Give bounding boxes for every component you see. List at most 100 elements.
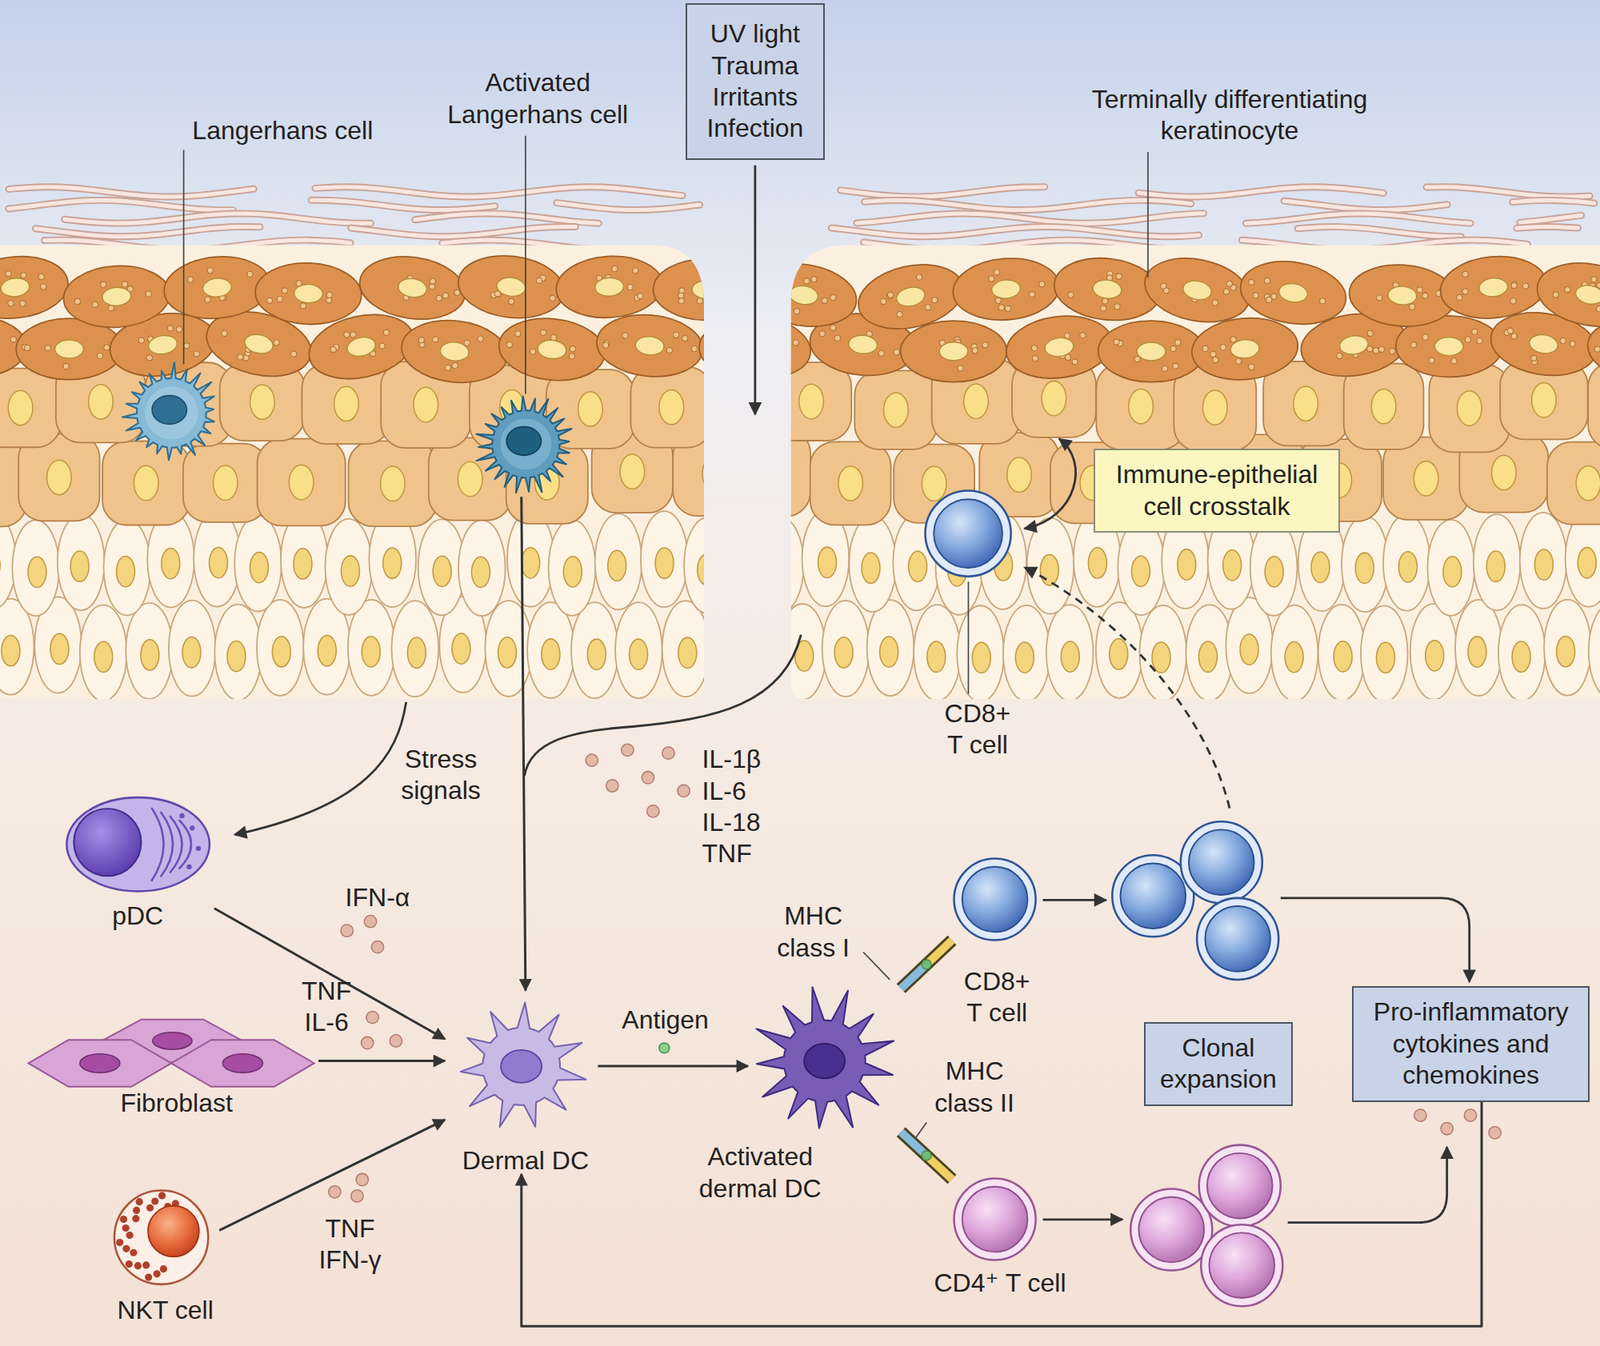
granule [1388, 348, 1396, 355]
cytokine-dot [1414, 1109, 1427, 1122]
cytokine-dot [356, 1173, 368, 1186]
nucleus [1223, 550, 1242, 581]
nucleus [587, 639, 606, 670]
stratum-corneum [1245, 213, 1471, 224]
granule [176, 326, 183, 333]
cell-label: pDC [112, 900, 164, 932]
granular-cell [356, 250, 470, 327]
stratum-corneum [556, 203, 700, 211]
granule [821, 297, 828, 304]
endoplasmic-reticulum [169, 816, 182, 873]
basal-cell [913, 604, 961, 701]
basal-cell [1455, 600, 1503, 696]
connector [318, 1060, 445, 1063]
nucleus [28, 556, 47, 588]
granule [132, 1207, 140, 1215]
nucleus [212, 465, 238, 500]
cell-label: Langerhans cell [192, 115, 373, 147]
granule [477, 336, 484, 343]
nucleus [634, 335, 665, 356]
cell-drawing [756, 987, 894, 1128]
connector [521, 1102, 1482, 1328]
nucleus [1136, 342, 1166, 361]
nucleus [152, 1032, 192, 1049]
granule [144, 1273, 152, 1281]
granule [769, 354, 776, 361]
granule [383, 328, 391, 336]
stratum-corneum [1520, 215, 1582, 223]
stratum-corneum [1426, 187, 1590, 197]
granular-cell [254, 260, 364, 327]
receptor-detail [900, 940, 952, 989]
stratum-corneum [8, 187, 254, 197]
granule [24, 344, 31, 351]
expansion-arrow [1043, 1218, 1123, 1221]
stratum-corneum [311, 200, 496, 210]
cytokine-dot [1464, 1109, 1476, 1122]
nucleus [678, 637, 697, 668]
t-cell-body [962, 1186, 1028, 1252]
basal-cell [684, 517, 732, 614]
basal-cell [324, 519, 372, 616]
cytokine-dot [371, 940, 384, 953]
basal-cell [12, 520, 60, 616]
granule [793, 308, 800, 315]
nucleus [1355, 552, 1374, 584]
granule [830, 324, 837, 332]
granule [1507, 328, 1514, 335]
nucleus [818, 547, 837, 578]
granule [1072, 358, 1079, 365]
t-cell-membrane [925, 491, 1012, 577]
granule [1175, 340, 1181, 346]
granule [916, 273, 924, 281]
nucleus [1229, 338, 1260, 360]
t-cell-body [1204, 906, 1271, 972]
nucleus [1044, 336, 1075, 358]
cytokine-dot [1488, 1127, 1501, 1140]
nucleus [80, 1053, 120, 1072]
edge-label: TNF IL-6 [294, 976, 359, 1040]
granule [880, 298, 888, 306]
granule [167, 324, 174, 332]
granule [20, 272, 27, 279]
nucleus [804, 1044, 845, 1079]
granule [1212, 356, 1219, 364]
nucleus [908, 551, 928, 582]
granule [717, 354, 724, 361]
granule [632, 267, 640, 274]
stratum-corneum [35, 227, 260, 237]
cell-body [554, 252, 664, 321]
nucleus [293, 284, 324, 304]
cell-body [356, 250, 470, 327]
nucleus [452, 633, 471, 664]
nucleus [457, 461, 483, 496]
nucleus [439, 340, 470, 363]
t-cell-body [1208, 1232, 1275, 1299]
nucleus [94, 641, 113, 672]
granule [1114, 303, 1121, 310]
granule [436, 295, 443, 302]
nucleus [101, 286, 132, 307]
cell-drawing [122, 362, 215, 460]
nucleus [1, 636, 20, 667]
granule [236, 353, 244, 361]
t-cell-membrane [1200, 1224, 1283, 1307]
connector [521, 496, 526, 991]
nucleus [563, 556, 582, 588]
nucleus [317, 636, 336, 667]
basal-cell [956, 605, 1004, 702]
basal-cell [1427, 520, 1475, 616]
granule [266, 297, 272, 304]
granule [782, 356, 789, 363]
granule [998, 304, 1005, 312]
granule [146, 354, 153, 361]
granule [1116, 273, 1123, 280]
granule [1319, 297, 1326, 304]
nucleus [272, 636, 291, 668]
edge-label: IFN-α [345, 882, 411, 914]
granule [931, 296, 939, 304]
stratum-corneum [864, 200, 1192, 210]
granule [893, 349, 900, 356]
basal-cell [1250, 520, 1298, 616]
nucleus [629, 639, 648, 670]
